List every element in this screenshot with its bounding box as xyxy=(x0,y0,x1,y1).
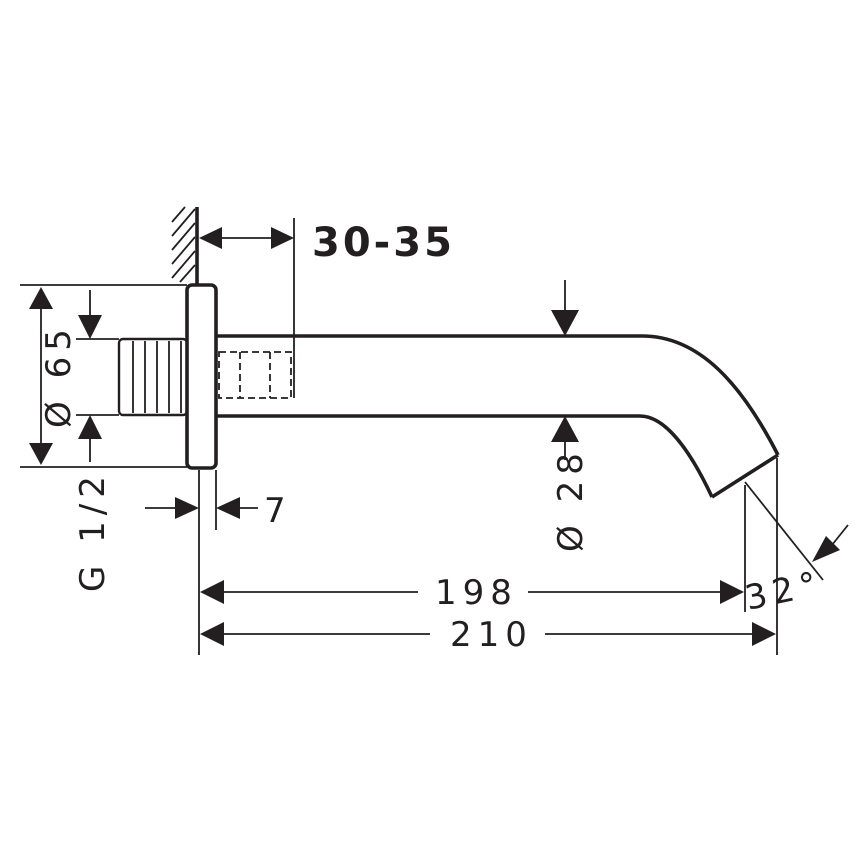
label-spout-reach-total: 210 xyxy=(450,615,533,655)
dimension-spout-reach-inner: 198 xyxy=(200,573,744,613)
dimension-thread: G 1/2 xyxy=(73,290,119,592)
label-spout-diameter: Ø 28 xyxy=(551,447,591,552)
wall-hatching xyxy=(171,206,196,283)
label-outlet-angle: 32° xyxy=(742,563,827,618)
dimension-spout-reach-total: 210 xyxy=(200,615,776,655)
label-thread: G 1/2 xyxy=(73,470,113,592)
outlet-extension-lines xyxy=(744,458,778,655)
label-spout-reach-inner: 198 xyxy=(435,573,518,613)
dimension-flange-thickness: 7 xyxy=(145,470,292,655)
dimension-wall-offset: 30-35 xyxy=(199,218,455,398)
dimension-spout-diameter: Ø 28 xyxy=(551,280,591,552)
wall-flange xyxy=(185,283,218,470)
threaded-connector xyxy=(117,337,189,417)
hidden-internal-fitting xyxy=(218,351,292,399)
spout-body xyxy=(216,334,780,499)
label-flange-diameter: Ø 65 xyxy=(39,323,79,428)
dimension-flange-diameter: Ø 65 xyxy=(20,284,187,468)
dimension-outlet-angle: 32° xyxy=(742,481,849,619)
wall xyxy=(171,206,199,284)
label-flange-thickness: 7 xyxy=(264,491,292,531)
label-wall-offset: 30-35 xyxy=(312,220,455,266)
